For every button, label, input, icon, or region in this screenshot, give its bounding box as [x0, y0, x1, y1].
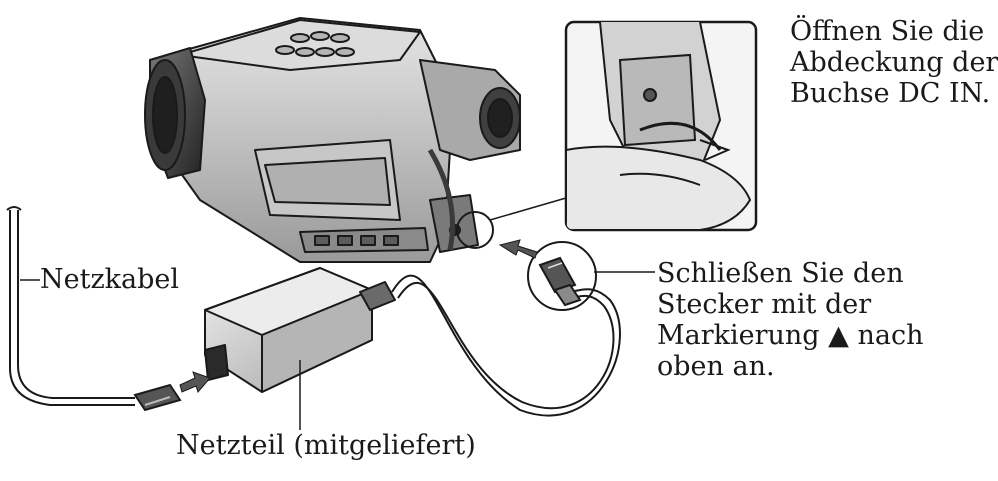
dc-cable: [392, 276, 620, 416]
zoom-leader-line: [490, 198, 566, 220]
label-open-cover-line-2: Abdeckung der: [790, 47, 998, 78]
label-open-cover-line-3: Buchse DC IN.: [790, 78, 998, 109]
label-connect-plug: Schließen Sie den Stecker mit der Markie…: [657, 258, 924, 382]
label-connect-plug-line-2: Stecker mit der: [657, 289, 924, 320]
dc-plug: [540, 258, 580, 305]
label-ac-adapter: Netzteil (mitgeliefert): [176, 430, 476, 461]
label-open-cover-line-1: Öffnen Sie die: [790, 16, 998, 47]
camcorder: [145, 18, 520, 262]
insert-arrow-plug: [500, 240, 537, 258]
insert-arrow-adapter: [180, 372, 210, 392]
inset-detail: [566, 22, 756, 230]
power-cord: [7, 207, 180, 410]
label-open-cover: Öffnen Sie die Abdeckung der Buchse DC I…: [790, 16, 998, 109]
label-connect-plug-line-1: Schließen Sie den: [657, 258, 924, 289]
label-power-cord: Netzkabel: [40, 264, 179, 295]
label-connect-plug-line-4: oben an.: [657, 351, 924, 382]
label-connect-plug-line-3: Markierung ▲ nach: [657, 320, 924, 351]
